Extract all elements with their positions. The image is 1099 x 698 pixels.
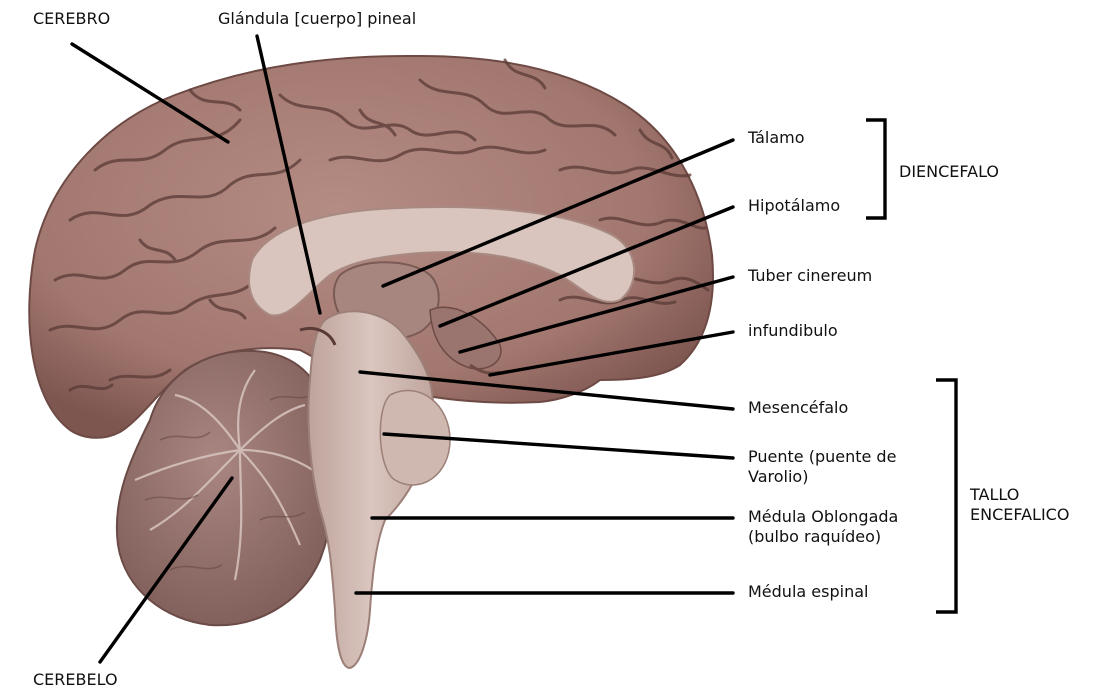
label-tallo-line2: ENCEFALICO bbox=[970, 505, 1069, 525]
label-puente-line2: Varolio) bbox=[748, 467, 896, 487]
label-medula-oblongada-line1: Médula Oblongada bbox=[748, 507, 898, 527]
label-hipotalamo: Hipotálamo bbox=[748, 196, 840, 216]
label-puente-line1: Puente (puente de bbox=[748, 447, 896, 467]
bracket-tallo bbox=[936, 380, 956, 612]
label-puente: Puente (puente de Varolio) bbox=[748, 447, 896, 487]
bracket-diencefalo bbox=[866, 120, 885, 218]
label-tallo-line1: TALLO bbox=[970, 485, 1069, 505]
label-tuber: Tuber cinereum bbox=[748, 266, 872, 286]
label-medula-espinal: Médula espinal bbox=[748, 582, 868, 602]
label-tallo-encefalico: TALLO ENCEFALICO bbox=[970, 485, 1069, 525]
label-medula-oblongada-line2: (bulbo raquídeo) bbox=[748, 527, 898, 547]
label-cerebro: CEREBRO bbox=[33, 9, 110, 29]
label-medula-oblongada: Médula Oblongada (bulbo raquídeo) bbox=[748, 507, 898, 547]
label-diencefalo: DIENCEFALO bbox=[899, 162, 999, 182]
label-pineal: Glándula [cuerpo] pineal bbox=[218, 9, 416, 29]
label-mesencefalo: Mesencéfalo bbox=[748, 398, 848, 418]
label-cerebelo: CEREBELO bbox=[33, 670, 118, 690]
label-infundibulo: infundibulo bbox=[748, 321, 838, 341]
label-talamo: Tálamo bbox=[748, 128, 805, 148]
